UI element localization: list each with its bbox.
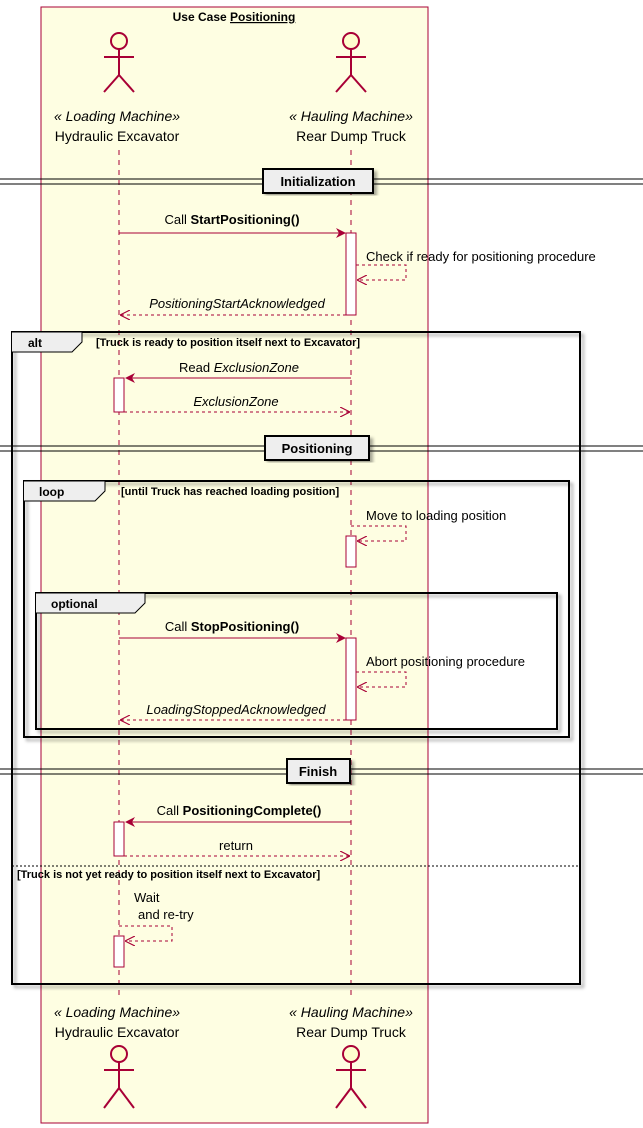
truck-stereotype-bottom: « Hauling Machine»	[289, 1004, 413, 1020]
divider-initialization-label: Initialization	[280, 174, 355, 189]
actor-truck-bottom-icon	[335, 1045, 367, 1109]
activation-truck-3	[345, 637, 357, 721]
loop-frame-tab	[24, 480, 106, 502]
msg-stop-ack: LoadingStoppedAcknowledged	[146, 702, 326, 717]
msg-abort-arrow	[356, 671, 407, 687]
truck-name-bottom: Rear Dump Truck	[296, 1024, 407, 1040]
msg-read-zone: Read ExclusionZone	[179, 360, 299, 375]
msg-complete-return: return	[219, 838, 253, 853]
divider-initialization: Initialization	[0, 168, 643, 194]
divider-finish-label: Finish	[299, 764, 337, 779]
activation-truck-2	[345, 535, 357, 568]
excavator-name-bottom: Hydraulic Excavator	[55, 1024, 180, 1040]
excavator-stereotype-bottom: « Loading Machine»	[54, 1004, 180, 1020]
activation-excavator-2	[113, 821, 125, 857]
msg-wait: Wait	[134, 890, 160, 905]
divider-positioning-label: Positioning	[282, 441, 353, 456]
msg-move-arrow	[351, 525, 407, 541]
msg-wait-arrow	[119, 925, 173, 941]
loop-guard: [until Truck has reached loading positio…	[121, 486, 340, 498]
activation-excavator-1	[113, 377, 125, 413]
truck-stereotype-top: « Hauling Machine»	[289, 108, 413, 124]
msg-move: Move to loading position	[366, 508, 506, 523]
msg-zone-return: ExclusionZone	[193, 394, 278, 409]
alt-frame	[11, 331, 581, 985]
msg-stop-call: Call StopPositioning()	[165, 619, 299, 634]
msg-complete-call: Call PositioningComplete()	[157, 803, 322, 818]
optional-frame-tab	[36, 592, 146, 614]
actor-excavator-top-icon	[103, 32, 135, 93]
activation-truck-1	[345, 232, 357, 316]
optional-frame	[35, 592, 558, 730]
alt-keyword: alt	[28, 336, 42, 350]
loop-keyword: loop	[39, 485, 64, 499]
msg-abort: Abort positioning procedure	[366, 654, 525, 669]
divider-positioning: Positioning	[0, 435, 643, 461]
optional-keyword: optional	[51, 597, 98, 611]
msg-check-ready: Check if ready for positioning procedure	[366, 249, 596, 264]
msg-check-ready-arrow	[356, 264, 407, 280]
activation-excavator-3	[113, 935, 125, 968]
msg-start-call: Call StartPositioning()	[164, 212, 299, 227]
excavator-name-top: Hydraulic Excavator	[55, 128, 180, 144]
actor-excavator-bottom-icon	[103, 1045, 135, 1109]
loop-frame	[23, 480, 570, 738]
alt-frame-tab	[12, 331, 83, 353]
msg-start-ack: PositioningStartAcknowledged	[149, 296, 325, 311]
alt-guard: [Truck is ready to position itself next …	[96, 337, 360, 349]
alt-else-guard: [Truck is not yet ready to position itse…	[17, 869, 321, 881]
truck-name-top: Rear Dump Truck	[296, 128, 407, 144]
diagram-title: Use Case Positioning	[173, 10, 296, 24]
excavator-stereotype-top: « Loading Machine»	[54, 108, 180, 124]
actor-truck-top-icon	[335, 32, 367, 93]
divider-finish: Finish	[0, 758, 643, 784]
msg-wait-2: and re-try	[138, 907, 194, 922]
